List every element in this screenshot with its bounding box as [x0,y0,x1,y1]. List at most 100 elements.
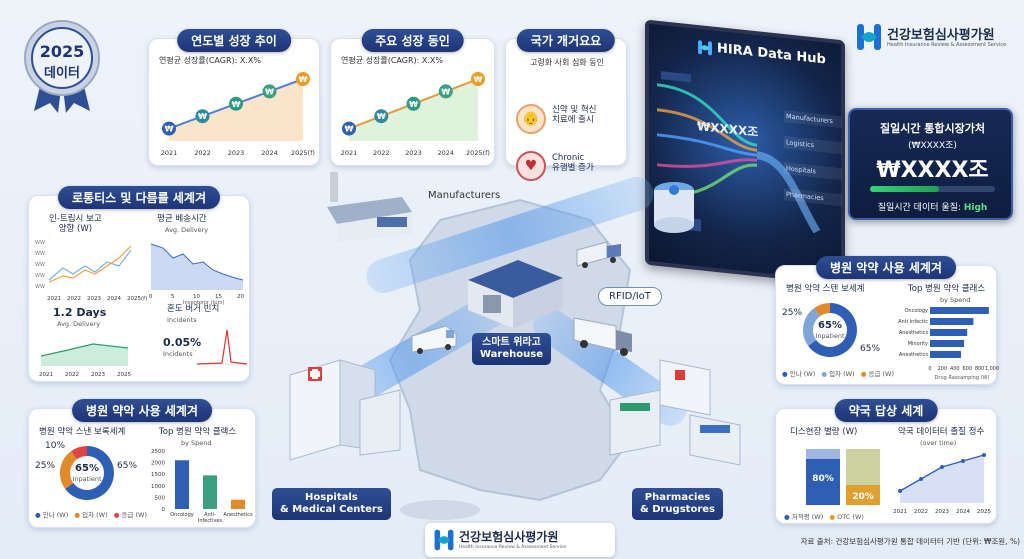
legend-otc: OTC (W) [837,513,864,521]
factory-building-icon [322,172,417,242]
donut-slice [803,308,821,346]
realtime-quality-value: High [963,203,988,213]
x-tick-label: 2022 [914,509,928,515]
won-coin-icon [195,109,210,124]
hub-rows: Manufacturers Logistics Hospitals Pharma… [784,110,842,207]
y-tick-label: Oncology [905,308,929,314]
logistics-incident-value-sub: Incidents [163,350,193,358]
won-coin-icon [162,121,176,136]
data-point [919,477,923,481]
logistics-incident-sub: Incidents [167,316,197,324]
won-symbol: ₩ [474,75,483,84]
x-tick-label: 2024 [107,296,121,302]
line-series-a [48,249,132,281]
bar [930,351,961,358]
x-tick-label: 2021 [39,372,53,378]
yearly-growth-subtitle: 연평균 성장률(CAGR): X.X% [159,56,261,65]
x-tick-label: 2022 [373,149,390,157]
x-tick-label: 15 [215,294,222,300]
hospital-right-donut [803,303,857,357]
logistics-days: 1.2 Days [53,306,107,319]
yearly-growth-title: 연도별 성장 추이 [177,29,291,52]
yearly-growth-chart: ₩2021₩2022₩2023₩2024₩2025(f) [161,72,315,157]
national-title: 국가 개거요요 [516,29,616,52]
realtime-quality-label: 질일시간 데이터 울질: [877,203,961,213]
brand-bottom-sub: Health Insurance Review & Assessment Ser… [459,545,567,550]
logistics-title: 로통티스 및 다름를 세계겨 [58,186,220,209]
x-tick-label: 1,000 [985,366,999,372]
growth-drivers-title: 주요 성장 동인 [361,29,464,52]
brand-name: 건강보험심사평가원 [887,28,995,43]
x-tick-label: 2024 [956,509,970,515]
growth-drivers-subtitle: 연평균 성장률(CAGR): X.X% [341,56,443,65]
hospital-left-bar-sub: by Spend [181,439,212,447]
hospital-left-donut [60,446,114,500]
truck-icon-rfid [572,312,634,356]
axis-label: Drug Rascamping (W) [935,375,990,381]
hospital-usage-left-card: 병원 약악 사용 세계겨 병원 약악 스낸 보록세계 10% 25% 65% 6… [28,399,256,528]
x-tick-label: 2022 [194,149,211,157]
legend-r-emergency: 응급 (W) [868,370,894,378]
data-point [982,453,986,457]
x-tick-label: 2023 [91,372,105,378]
won-symbol: ₩ [265,87,274,96]
y-tick-label: WW [35,273,45,279]
x-tick-label: 2022 [67,296,81,302]
y-tick-label: WW [35,262,45,268]
won-coin-icon [342,121,356,136]
line-series [150,243,244,281]
footer-source: 자료 출처: 건강보험심사평가원 통합 데이터터 기반 (단위: ₩조원, %) [800,537,1020,546]
bar [930,318,974,325]
warehouse-building-icon [458,250,568,330]
won-coin-icon [471,72,485,86]
x-tick-label: 400 [950,366,960,372]
bar [930,307,989,314]
hira-hub-logo-icon [698,40,712,56]
x-tick-label: Anti-Infectives [198,512,223,524]
x-tick-label: 2025(f) [127,296,147,302]
x-tick-label: 2021 [341,149,358,157]
brand-bottom-name: 건강보험심사평가원 [459,530,559,544]
won-coin-icon [262,84,277,99]
truck-icon-top [575,238,623,268]
donut-slice [808,303,857,357]
axis-label: Inventoror (tum) [183,300,224,306]
manufacturers-label: Manufacturers [428,190,501,201]
y-tick-label: 500 [155,495,166,501]
server-icon [650,180,698,235]
y-tick-label: WW [35,240,45,246]
national-item2: Chronic 유행별 증가 [552,153,594,174]
bar [175,460,189,509]
legend-prescription: 처적평 (W) [791,513,824,521]
bar [203,475,217,509]
hospital-left-donut-title: 병원 약악 스낸 보록세계 [39,427,126,437]
line-series-b [48,245,132,283]
data-point [961,459,965,463]
won-coin-icon [229,96,243,111]
won-symbol: ₩ [441,87,450,96]
logistics-left-title: 인-트립시 보고 양향 (W) [49,214,102,235]
y-tick-label: 2500 [151,449,165,455]
pharmacy-left-chart: 80%20% [806,449,880,505]
hospital-left-bar-title: Top 병원 약악 클랙스 [159,427,237,437]
brand-logo-bottom: 건강보험심사평가원 Health Insurance Review & Asse… [425,523,615,557]
won-coin-icon [374,109,389,124]
x-tick-label: 2021 [893,509,907,515]
y-tick-label: 0 [162,507,166,513]
realtime-value: ₩XXXX조 [876,158,989,183]
national-sub: 고령화 사회 심화 동인 [530,58,604,67]
donut-slice [814,303,831,317]
won-symbol: ₩ [377,112,386,121]
data-point [898,489,902,493]
hospital-right-bar-sub: by Spend [940,296,971,304]
hospitals-label: Hospitals & Medical Centers [272,488,391,520]
logistics-incident-value: 0.05% [163,336,202,349]
area-series [151,244,243,290]
hospital-right-legend: ● 인나 (W) ● 입차 (W) ● 응급 (W) [782,370,894,378]
y-tick-label: Anti Infectic [898,319,928,325]
x-tick-label: 2025 [117,372,131,378]
x-tick-label: 600 [962,366,972,372]
